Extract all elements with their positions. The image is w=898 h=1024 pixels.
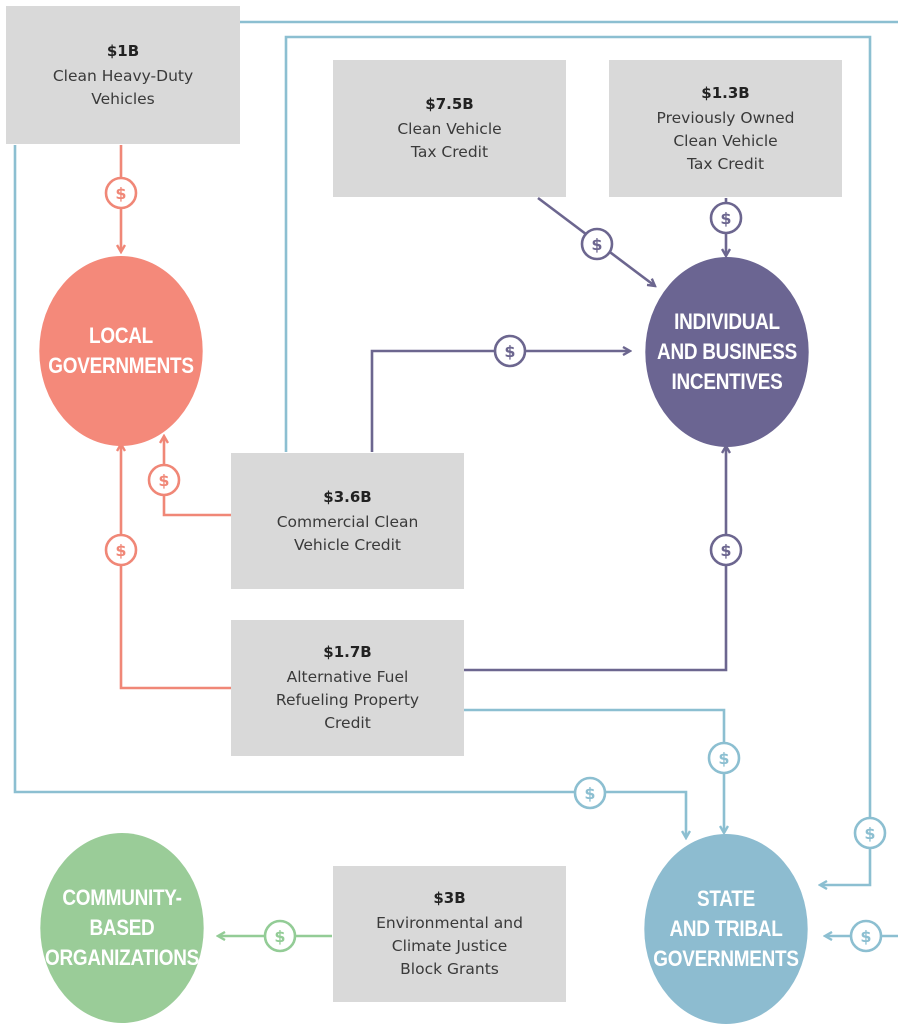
dollar-icon (493, 334, 527, 368)
program-commercial-box: $3.6B Commercial Clean Vehicle Credit (231, 453, 464, 589)
program-label: Commercial Clean Vehicle Credit (276, 512, 419, 554)
community-based-organizations-node: COMMUNITY- BASED ORGANIZATIONS (40, 833, 204, 1023)
program-ej-grants-box: $3B Environmental and Climate Justice Bl… (333, 866, 566, 1002)
program-label: Alternative Fuel Refueling Property Cred… (275, 668, 420, 732)
dollar-icon-glyph: $ (115, 184, 126, 203)
program-previously-owned-box: $1.3B Previously Owned Clean Vehicle Tax… (609, 60, 842, 197)
connector-commercial-to-state (284, 35, 872, 885)
dollar-icon (580, 227, 614, 261)
dollar-icon (709, 533, 743, 567)
program-amount: $1B (106, 41, 140, 60)
dollar-icon (709, 201, 743, 235)
program-amount: $3B (433, 889, 466, 907)
connector-commercial-to-local (164, 436, 231, 517)
dollar-icon-glyph: $ (591, 235, 602, 254)
program-label: Clean Heavy-Duty Vehicles (52, 66, 194, 108)
dollar-icon-glyph: $ (864, 824, 875, 843)
dollar-icon (707, 741, 741, 775)
program-label: Previously Owned Clean Vehicle Tax Credi… (656, 108, 795, 173)
program-amount: $1.3B (701, 83, 750, 102)
dollar-icon (849, 919, 883, 953)
dollar-icon-glyph: $ (860, 927, 871, 946)
program-clean-vehicle-box: $7.5B Clean Vehicle Tax Credit (333, 60, 566, 197)
dollar-icon-glyph: $ (720, 541, 731, 560)
state-tribal-governments-node: STATE AND TRIBAL GOVERNMENTS (644, 834, 808, 1024)
connector-heavy-duty-to-state (13, 145, 686, 838)
local-governments-node: LOCAL GOVERNMENTS (39, 256, 203, 446)
dollar-icon (104, 176, 138, 210)
dollar-icon-glyph: $ (115, 541, 126, 560)
dollar-icon-glyph: $ (504, 342, 515, 361)
program-label: Clean Vehicle Tax Credit (397, 120, 502, 161)
connector-alt-fuel-to-state (464, 708, 724, 833)
individual-business-incentives-node: INDIVIDUAL AND BUSINESS INCENTIVES (645, 257, 809, 447)
program-amount: $7.5B (425, 95, 474, 113)
dollar-icon (147, 463, 181, 497)
dollar-icon-glyph: $ (158, 471, 169, 490)
dollar-icon (573, 776, 607, 810)
dollar-icon-glyph: $ (274, 927, 285, 946)
program-heavy-duty-box: $1B Clean Heavy-Duty Vehicles (6, 6, 240, 144)
connector-alt-fuel-to-local (121, 444, 231, 690)
program-amount: $1.7B (323, 643, 372, 661)
program-label: Environmental and Climate Justice Block … (376, 914, 523, 978)
dollar-icon (104, 533, 138, 567)
dollar-icon-glyph: $ (584, 784, 595, 803)
dollar-icon (263, 919, 297, 953)
dollar-icon-glyph: $ (718, 749, 729, 768)
connector-commercial-to-individual (370, 351, 630, 452)
dollar-badges: $ $ $ $ $ $ $ $ $ $ $ $ (104, 176, 887, 953)
dollar-icon (853, 816, 887, 850)
program-amount: $3.6B (323, 487, 372, 506)
program-alt-fuel-box: $1.7B Alternative Fuel Refueling Propert… (231, 620, 464, 756)
connector-alt-fuel-to-individual (464, 446, 726, 672)
dollar-icon-glyph: $ (720, 209, 731, 228)
